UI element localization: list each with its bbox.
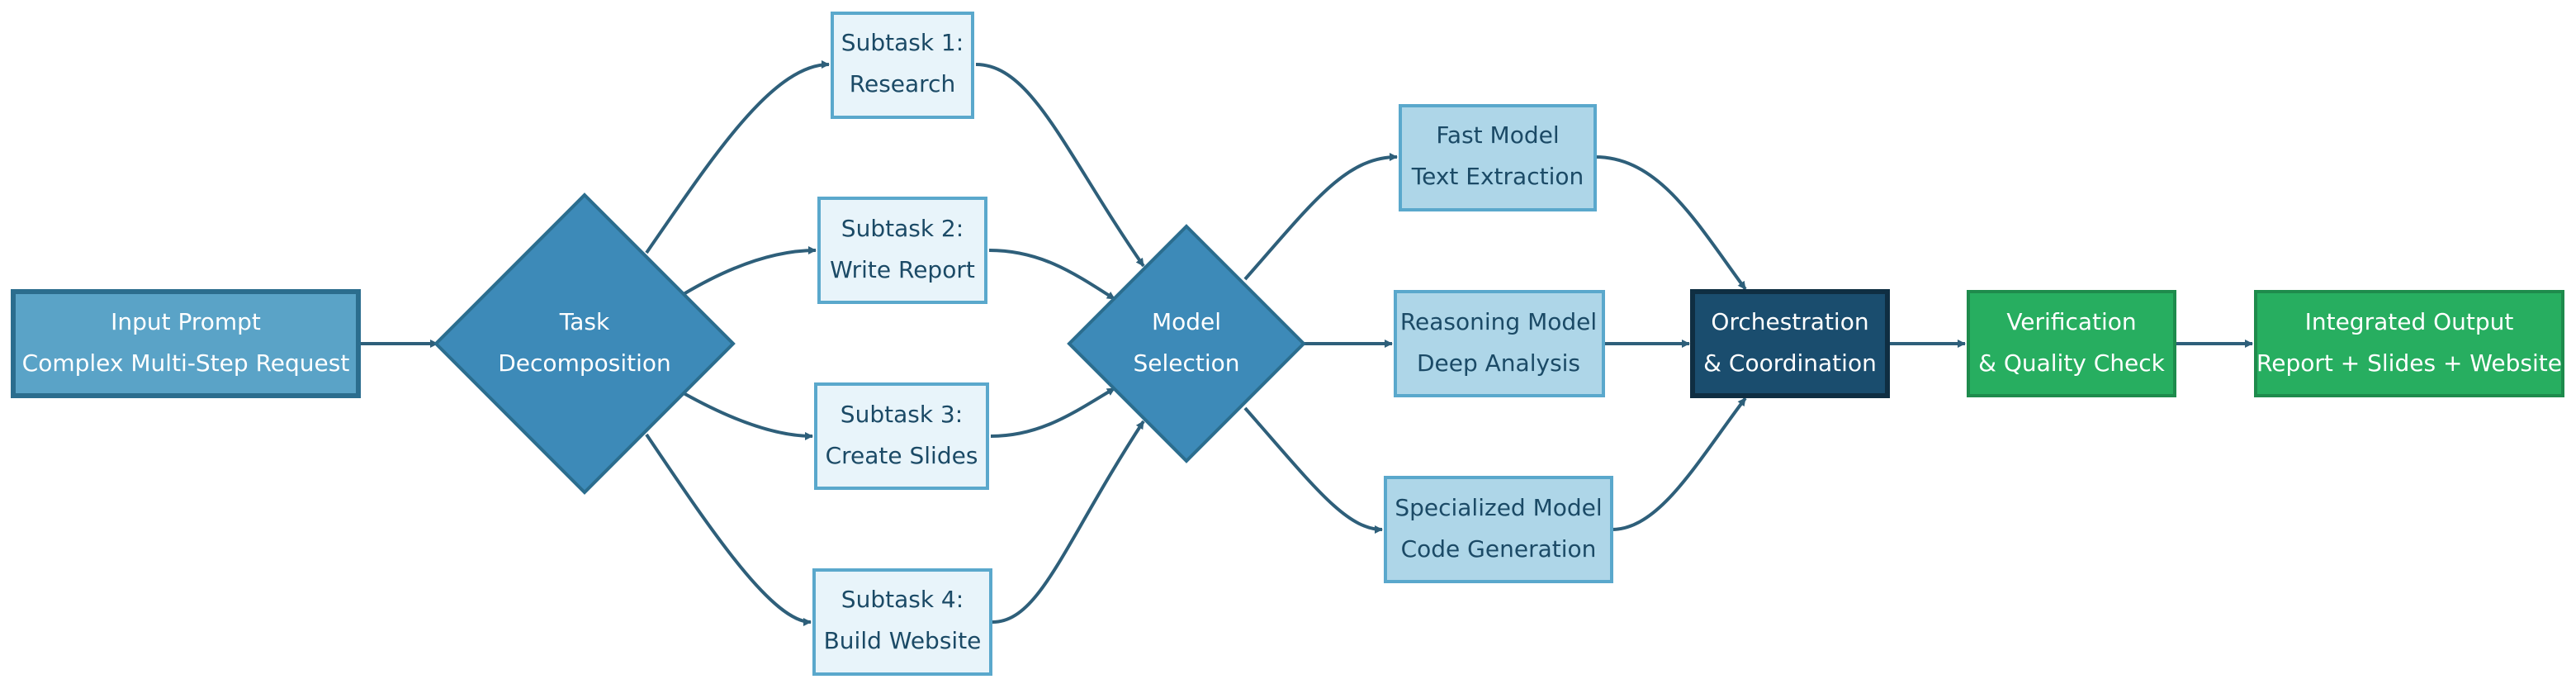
subtask-3-box <box>814 382 989 490</box>
specialized-model-box <box>1384 476 1613 583</box>
reasoning-model-line2: Deep Analysis <box>1417 349 1580 377</box>
integrated-output-line1: Integrated Output <box>2305 308 2514 335</box>
node-task-decomposition: Task Decomposition <box>433 192 736 495</box>
task-decomposition-line1: Task <box>559 308 610 335</box>
node-specialized-model: Specialized Model Code Generation <box>1384 476 1613 583</box>
task-decomposition-line2: Decomposition <box>498 349 671 377</box>
subtask-1-line2: Research <box>850 70 955 97</box>
node-orchestration: Orchestration & Coordination <box>1690 289 1890 398</box>
node-subtask-4: Subtask 4: Build Website <box>812 568 992 676</box>
orchestration-line2: & Coordination <box>1703 349 1877 377</box>
subtask-4-line2: Build Website <box>824 627 982 654</box>
fast-model-box <box>1399 104 1597 211</box>
subtask-2-line1: Subtask 2: <box>841 215 964 242</box>
node-verification: Verification & Quality Check <box>1967 290 2176 397</box>
subtask-1-box <box>831 12 974 119</box>
model-selection-line1: Model <box>1152 308 1221 335</box>
verification-line1: Verification <box>2006 308 2136 335</box>
edge-decomposition-to-subtask2 <box>682 246 817 296</box>
edge-subtask4-to-model-selection <box>992 420 1145 624</box>
subtask-2-line2: Write Report <box>830 256 975 283</box>
edge-subtask3-to-model-selection <box>990 387 1116 438</box>
node-subtask-2: Subtask 2: Write Report <box>817 197 987 304</box>
edge-decomposition-to-subtask1 <box>645 60 830 254</box>
subtask-4-box <box>812 568 992 676</box>
input-prompt-line1: Input Prompt <box>111 308 261 335</box>
node-integrated-output: Integrated Output Report + Slides + Webs… <box>2254 290 2564 397</box>
integrated-output-line2: Report + Slides + Website <box>2256 349 2562 377</box>
model-selection-diamond <box>1067 224 1306 463</box>
specialized-model-line2: Code Generation <box>1401 535 1597 563</box>
node-input-prompt: Input Prompt Complex Multi-Step Request <box>11 289 361 398</box>
reasoning-model-box <box>1394 290 1605 397</box>
edge-subtask1-to-model-selection <box>975 63 1145 268</box>
edges <box>358 60 2253 626</box>
subtask-1-line1: Subtask 1: <box>841 29 964 56</box>
edge-subtask2-to-model-selection <box>988 249 1116 301</box>
subtask-3-line1: Subtask 3: <box>841 401 963 428</box>
orchestration-box <box>1690 289 1890 398</box>
edge-fast-model-to-orchestration <box>1594 155 1747 291</box>
reasoning-model-line1: Reasoning Model <box>1400 308 1597 335</box>
node-model-selection: Model Selection <box>1067 224 1306 463</box>
node-fast-model: Fast Model Text Extraction <box>1399 104 1597 211</box>
task-decomposition-diamond <box>433 192 736 495</box>
input-prompt-box <box>11 289 361 398</box>
node-subtask-1: Subtask 1: Research <box>831 12 974 119</box>
edge-model-selection-to-fast-model <box>1243 153 1398 281</box>
fast-model-line1: Fast Model <box>1436 121 1559 149</box>
node-subtask-3: Subtask 3: Create Slides <box>814 382 989 490</box>
verification-box <box>1967 290 2176 397</box>
fast-model-line2: Text Extraction <box>1411 163 1584 190</box>
edge-model-selection-to-specialized-model <box>1243 406 1383 534</box>
input-prompt-line2: Complex Multi-Step Request <box>22 349 350 377</box>
integrated-output-box <box>2254 290 2564 397</box>
subtask-4-line1: Subtask 4: <box>841 586 964 613</box>
specialized-model-line1: Specialized Model <box>1395 494 1602 521</box>
edge-decomposition-to-subtask3 <box>683 392 813 440</box>
subtask-3-line2: Create Slides <box>826 442 978 469</box>
node-reasoning-model: Reasoning Model Deep Analysis <box>1394 290 1605 397</box>
edge-decomposition-to-subtask4 <box>645 433 812 626</box>
edge-specialized-model-to-orchestration <box>1611 397 1747 531</box>
subtask-2-box <box>817 197 987 304</box>
orchestration-line1: Orchestration <box>1711 308 1868 335</box>
model-selection-line2: Selection <box>1133 349 1239 377</box>
verification-line2: & Quality Check <box>1978 349 2166 377</box>
